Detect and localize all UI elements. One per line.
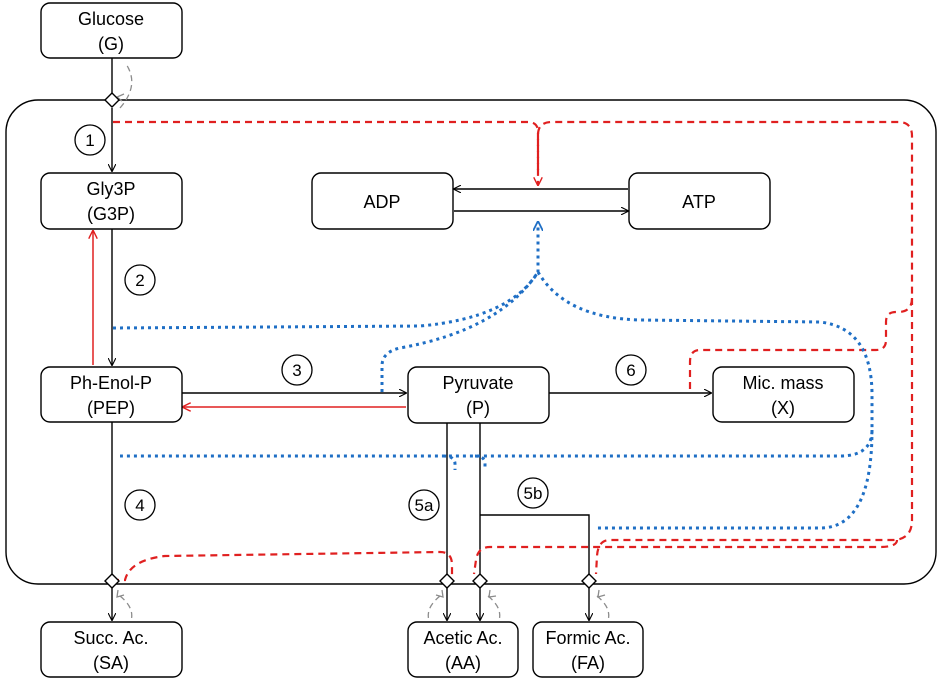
pep-box [40,366,183,423]
succ-name: Succ. Ac. [73,628,148,648]
succ-abbr: (SA) [93,653,129,673]
pyruvate-name: Pyruvate [442,373,513,393]
pep-name: Ph-Enol-P [70,373,152,393]
feedback-arrowheads [115,93,606,598]
reaction-2-circle [124,264,156,296]
formate-junction [581,573,597,589]
junction-diamonds [104,92,597,589]
adp-name: ADP [363,192,400,212]
g3p-name: Gly3P [86,179,135,199]
atp-name: ATP [682,192,716,212]
succ-box [40,621,183,678]
succinate-junction [104,573,120,589]
reaction-1-circle [74,124,106,156]
pep-abbr: (PEP) [87,398,135,418]
glucose-name: Glucose [78,9,144,29]
reaction-5b-circle [517,477,549,509]
glucose-abbr: (G) [98,34,124,54]
micmass-abbr: (X) [771,398,795,418]
reaction-markers [74,124,647,521]
adp-box [311,172,454,230]
reverse-flux-lines [93,231,406,407]
g3p-box [40,172,183,230]
acetic-abbr: (AA) [445,653,481,673]
acetic-name: Acetic Ac. [423,628,502,648]
inhibition-lines [112,120,914,582]
reaction-3-circle [281,354,313,386]
reaction-1-label: 1 [85,131,94,150]
formic-name: Formic Ac. [545,628,630,648]
reaction-2-label: 2 [135,271,144,290]
acetate-junction-b [472,573,488,589]
reaction-5a-label: 5a [415,496,434,515]
formic-abbr: (FA) [571,653,605,673]
reaction-3-label: 3 [292,361,301,380]
micmass-name: Mic. mass [743,373,824,393]
acetate-junction-a [439,573,455,589]
cell-boundary [5,99,937,585]
formic-box [532,621,644,678]
atp-coupling-lines [112,222,874,530]
pyruvate-abbr: (P) [466,398,490,418]
feedback-arcs [119,63,610,631]
reaction-5b-label: 5b [524,484,543,503]
atp-box [628,172,771,230]
reaction-6-label: 6 [626,361,635,380]
acetic-box [407,621,519,678]
reaction-4-circle [124,489,156,521]
reaction-5a-circle [408,489,440,521]
flux-lines [112,58,711,620]
g3p-abbr: (G3P) [87,204,135,224]
pyruvate-box [407,366,550,424]
reaction-4-label: 4 [135,496,144,515]
micmass-box [712,366,855,423]
glucose-uptake-junction [104,92,120,108]
reaction-6-circle [615,354,647,386]
glucose-box [40,2,183,59]
